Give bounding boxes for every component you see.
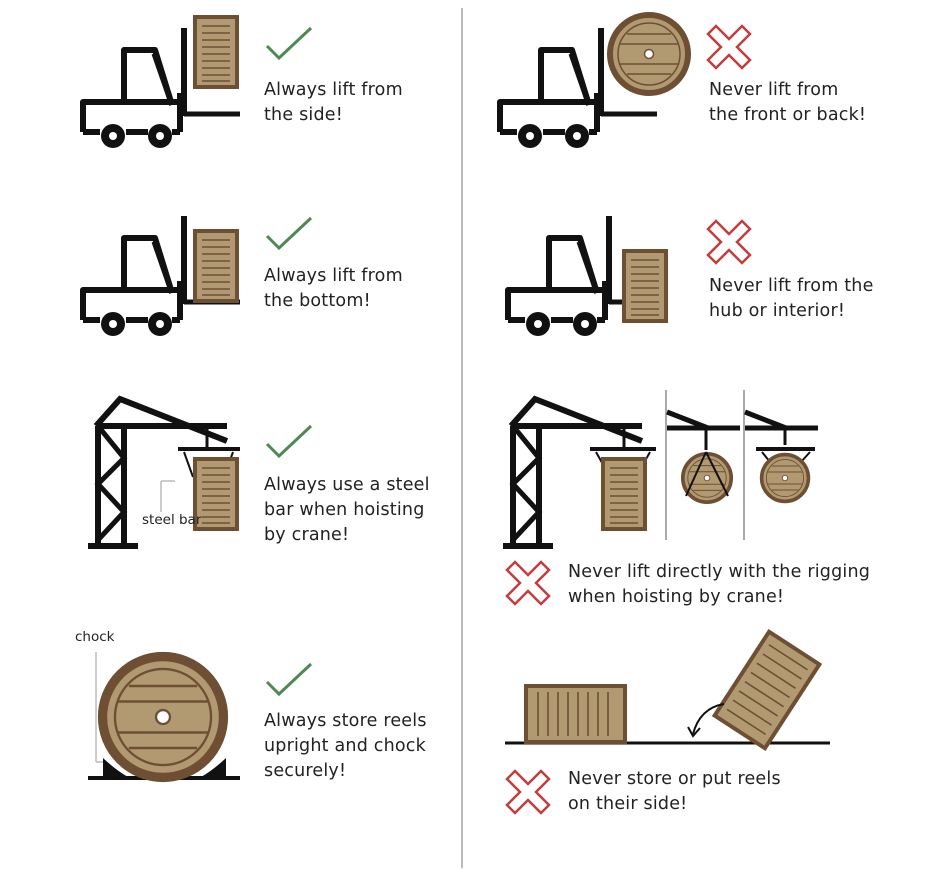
check-icon	[265, 26, 313, 61]
forklift-front-lift-illustration	[500, 15, 688, 148]
tipping-arrow-icon	[692, 703, 725, 735]
chock-label: chock	[75, 629, 115, 645]
crane-rigging-illustration	[503, 390, 818, 546]
check-icon	[265, 216, 313, 251]
steel-bar-label: steel bar	[142, 512, 202, 528]
caption-steel-bar: Always use a steel bar when hoisting by …	[264, 475, 430, 545]
caption-lift-side: Always lift from the side!	[264, 80, 403, 125]
reel-on-side-illustration	[505, 628, 830, 752]
caption-lift-bottom: Always lift from the bottom!	[264, 266, 403, 311]
caption-front-back: Never lift from the front or back!	[709, 80, 867, 125]
reel-upright-chocked-illustration	[88, 652, 240, 778]
caption-on-side: Never store or put reels on their side!	[568, 769, 781, 814]
check-icon	[265, 662, 313, 697]
caption-store-upright: Always store reels upright and chock sec…	[264, 711, 427, 781]
cross-icon	[505, 560, 551, 606]
forklift-bottom-lift-illustration	[83, 216, 240, 336]
forklift-side-lift-illustration	[83, 15, 240, 148]
caption-hub-interior: Never lift from the hub or interior!	[709, 276, 874, 321]
cross-icon	[706, 24, 752, 70]
forklift-hub-lift-illustration	[508, 216, 668, 336]
check-icon	[265, 424, 313, 459]
cross-icon	[706, 219, 752, 265]
caption-rigging: Never lift directly with the rigging whe…	[568, 562, 871, 607]
crane-steel-bar-illustration	[88, 399, 240, 546]
cross-icon	[505, 769, 551, 815]
